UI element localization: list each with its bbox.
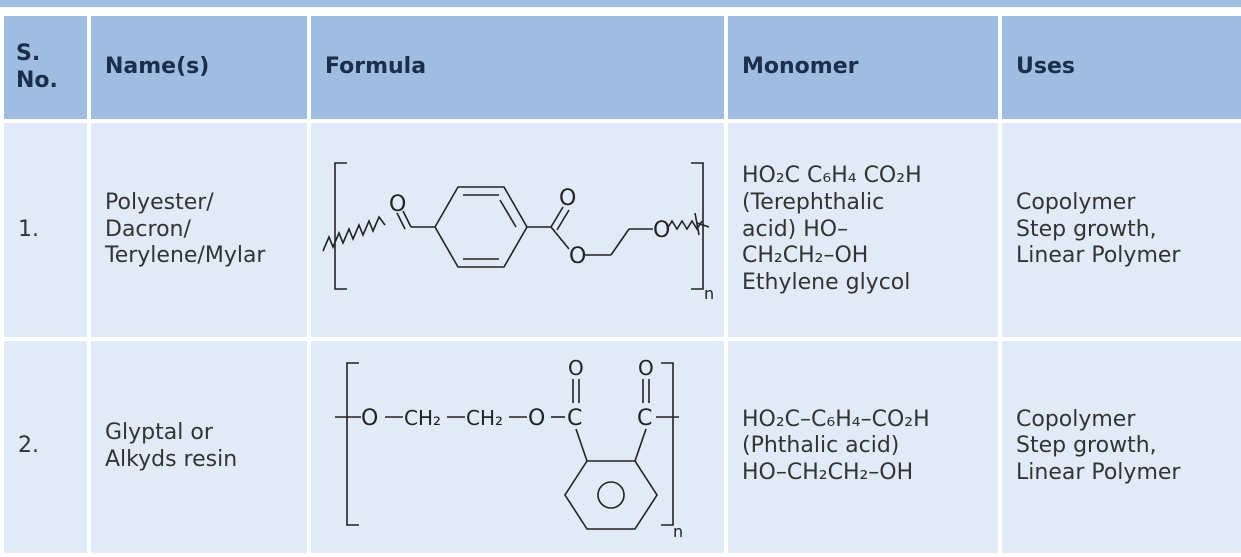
uses-cell: Copolymer Step growth, Linear Polymer bbox=[1002, 123, 1241, 337]
uses-line: Linear Polymer bbox=[1016, 243, 1181, 269]
monomer-line: (Terephthalic bbox=[742, 189, 885, 215]
header-monomer: Monomer bbox=[728, 16, 998, 119]
oxygen-label: O bbox=[568, 356, 584, 380]
name-line: Dacron/ bbox=[105, 216, 191, 242]
oxygen-label: O bbox=[559, 186, 576, 211]
name-cell: Glyptal or Alkyds resin bbox=[91, 340, 307, 553]
header-uses: Uses bbox=[1002, 16, 1241, 119]
monomer-line: HO₂C C₆H₄ CO₂H bbox=[742, 162, 922, 188]
monomer-line: Ethylene glycol bbox=[742, 270, 911, 296]
oxygen-label: O bbox=[638, 356, 654, 380]
formula-cell: O CH₂ CH₂ O C O C O n bbox=[311, 340, 724, 553]
uses-line: Step growth, bbox=[1016, 216, 1157, 242]
monomer-line: CH₂CH₂–OH bbox=[742, 243, 869, 269]
header-sno: S. No. bbox=[4, 16, 87, 119]
uses-line: Step growth, bbox=[1016, 433, 1157, 459]
ch2-label: CH₂ bbox=[404, 406, 441, 430]
header-name: Name(s) bbox=[91, 16, 307, 119]
uses-line: Linear Polymer bbox=[1016, 460, 1181, 486]
oxygen-label: O bbox=[569, 244, 586, 269]
monomer-cell: HO₂C–C₆H₄–CO₂H (Phthalic acid) HO–CH₂CH₂… bbox=[728, 340, 998, 553]
monomer-line: HO₂C–C₆H₄–CO₂H bbox=[742, 406, 930, 432]
name-line: Alkyds resin bbox=[105, 446, 238, 472]
oxygen-label: O bbox=[653, 218, 670, 243]
header-row: S. No. Name(s) Formula Monomer Uses bbox=[4, 16, 1241, 119]
uses-cell: Copolymer Step growth, Linear Polymer bbox=[1002, 340, 1241, 553]
glyptal-structure: O CH₂ CH₂ O C O C O n bbox=[335, 356, 683, 541]
ch2-label: CH₂ bbox=[466, 406, 503, 430]
name-line: Polyester/ bbox=[105, 189, 214, 215]
repeat-n-label: n bbox=[704, 284, 714, 303]
table-row: 1. Polyester/ Dacron/ Terylene/Mylar bbox=[4, 123, 1241, 337]
top-bar bbox=[0, 0, 1241, 7]
polymer-table: S. No. Name(s) Formula Monomer Uses 1. P… bbox=[0, 12, 1241, 557]
uses-line: Copolymer bbox=[1016, 406, 1136, 432]
monomer-line: HO–CH₂CH₂–OH bbox=[742, 460, 914, 486]
oxygen-label: O bbox=[389, 192, 406, 217]
uses-line: Copolymer bbox=[1016, 189, 1136, 215]
monomer-cell: HO₂C C₆H₄ CO₂H (Terephthalic acid) HO– C… bbox=[728, 123, 998, 337]
table-row: 2. Glyptal or Alkyds resin bbox=[4, 340, 1241, 553]
monomer-line: (Phthalic acid) bbox=[742, 433, 900, 459]
sno-cell: 2. bbox=[4, 340, 87, 553]
name-line: Glyptal or bbox=[105, 419, 213, 445]
sno-cell: 1. bbox=[4, 123, 87, 337]
oxygen-label: O bbox=[528, 406, 545, 431]
oxygen-label: O bbox=[361, 406, 378, 431]
name-cell: Polyester/ Dacron/ Terylene/Mylar bbox=[91, 123, 307, 337]
repeat-n-label: n bbox=[673, 522, 683, 541]
monomer-line: acid) HO– bbox=[742, 216, 849, 242]
polyester-structure: O O O O n bbox=[322, 162, 714, 303]
carbon-label: C bbox=[567, 406, 582, 431]
header-formula: Formula bbox=[311, 16, 724, 119]
formula-cell: O O O O n bbox=[311, 123, 724, 337]
name-line: Terylene/Mylar bbox=[105, 243, 266, 269]
carbon-label: C bbox=[637, 406, 652, 431]
